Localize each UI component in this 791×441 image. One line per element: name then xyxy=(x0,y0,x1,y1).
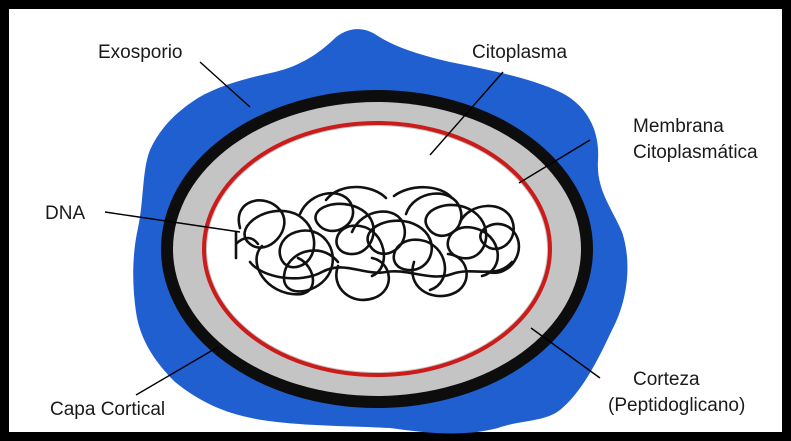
label-membrana-line1: Membrana xyxy=(633,116,724,137)
label-membrana-line2: Citoplasmática xyxy=(633,142,758,163)
label-citoplasma: Citoplasma xyxy=(472,42,567,63)
label-corteza-line1: Corteza xyxy=(633,369,700,390)
label-corteza-line2: (Peptidoglicano) xyxy=(608,395,745,416)
label-dna: DNA xyxy=(45,203,85,224)
label-capa-cortical: Capa Cortical xyxy=(50,399,165,420)
label-exosporio: Exosporio xyxy=(98,42,183,63)
